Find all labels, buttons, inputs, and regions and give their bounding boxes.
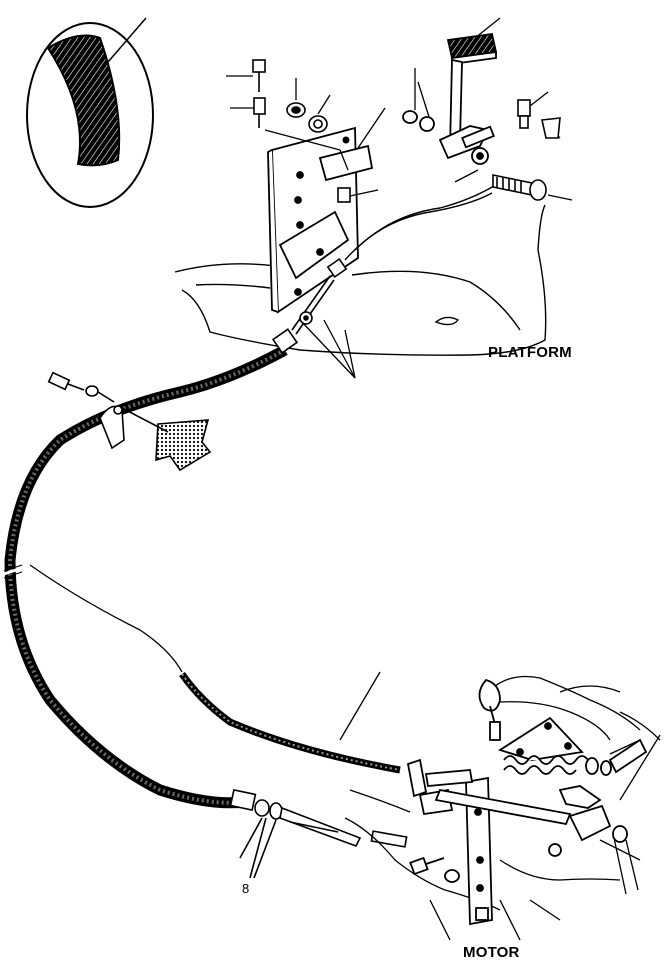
lower-inner-cable (179, 671, 401, 774)
pedal-pad-detail-inset (26, 17, 154, 208)
upper-inner-cable (344, 185, 495, 261)
pivot-bolt (492, 174, 547, 201)
cable-clamp (47, 371, 212, 472)
motor-outline (344, 675, 661, 941)
control-cable-sheath (3, 345, 288, 809)
platform-floor-outline (174, 204, 547, 356)
cable-end-clip (517, 99, 561, 139)
accelerator-pedal (402, 32, 498, 165)
inner-wire (29, 564, 183, 673)
reference-mark: 8 (242, 881, 250, 896)
platform-label: PLATFORM (488, 344, 572, 361)
motor-linkage (406, 678, 648, 926)
platform-mounting-bracket (267, 126, 374, 314)
upper-cable-ferrule (271, 257, 348, 354)
lower-cable-ferrule (229, 788, 408, 879)
motor-label: MOTOR (463, 944, 520, 960)
leader-lines-lower (609, 734, 661, 895)
bolt-stack (252, 59, 351, 203)
